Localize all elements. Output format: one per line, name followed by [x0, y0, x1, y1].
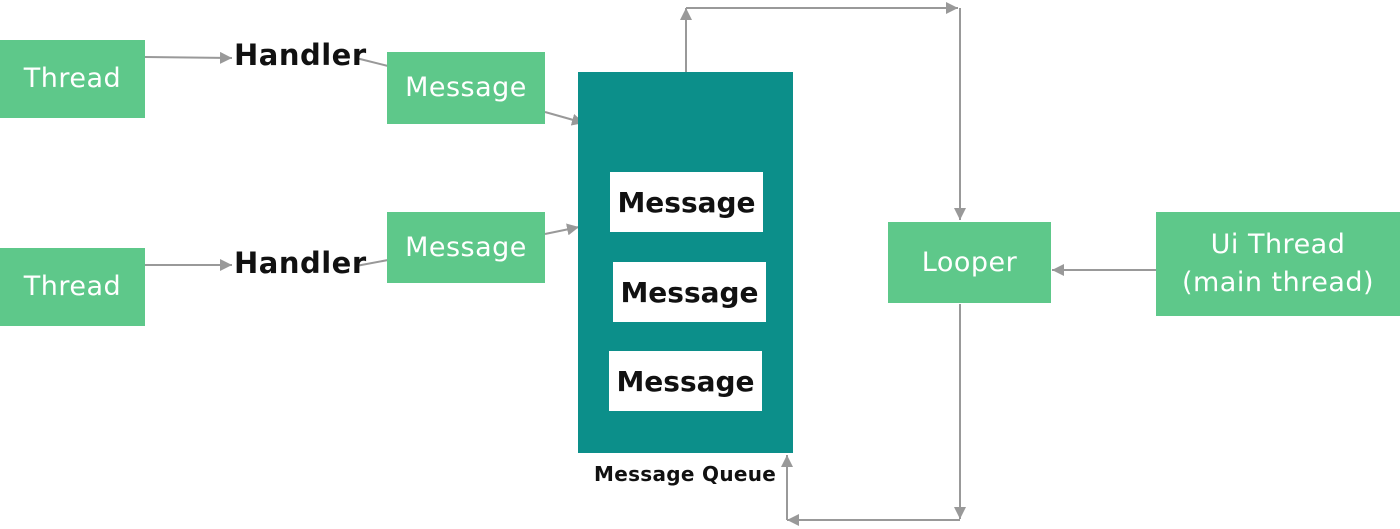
looper-node-label: Looper [921, 246, 1018, 278]
queue-message-2: Message [613, 262, 766, 322]
thread-node-1: Thread [0, 40, 145, 118]
thread-node-2-label: Thread [23, 271, 122, 302]
message-node-2: Message [387, 212, 545, 283]
arrow-message2-to-queue [544, 223, 580, 236]
message-queue-label: Message Queue [594, 462, 777, 486]
message-node-2-label: Message [405, 231, 527, 263]
ui-thread-label-line1: Ui Thread [1210, 229, 1346, 260]
thread-node-2: Thread [0, 248, 145, 326]
looper-node: Looper [888, 222, 1051, 303]
ui-thread-node: Ui Thread (main thread) [1156, 212, 1400, 316]
queue-message-3: Message [609, 351, 762, 411]
arrow-thread1-to-handler1 [144, 51, 233, 64]
link-handler1-to-message1 [355, 57, 389, 67]
message-node-1-label: Message [405, 72, 527, 103]
link-handler2-to-message2 [355, 259, 389, 267]
arrow-message1-to-queue [544, 111, 585, 126]
ui-thread-label-line2: (main thread) [1181, 267, 1375, 298]
handler-label-2: Handler [234, 246, 367, 280]
handler-label-1: Handler [234, 38, 367, 72]
message-node-1: Message [387, 52, 545, 124]
thread-node-1-label: Thread [23, 63, 122, 94]
queue-message-1: Message [610, 172, 763, 232]
